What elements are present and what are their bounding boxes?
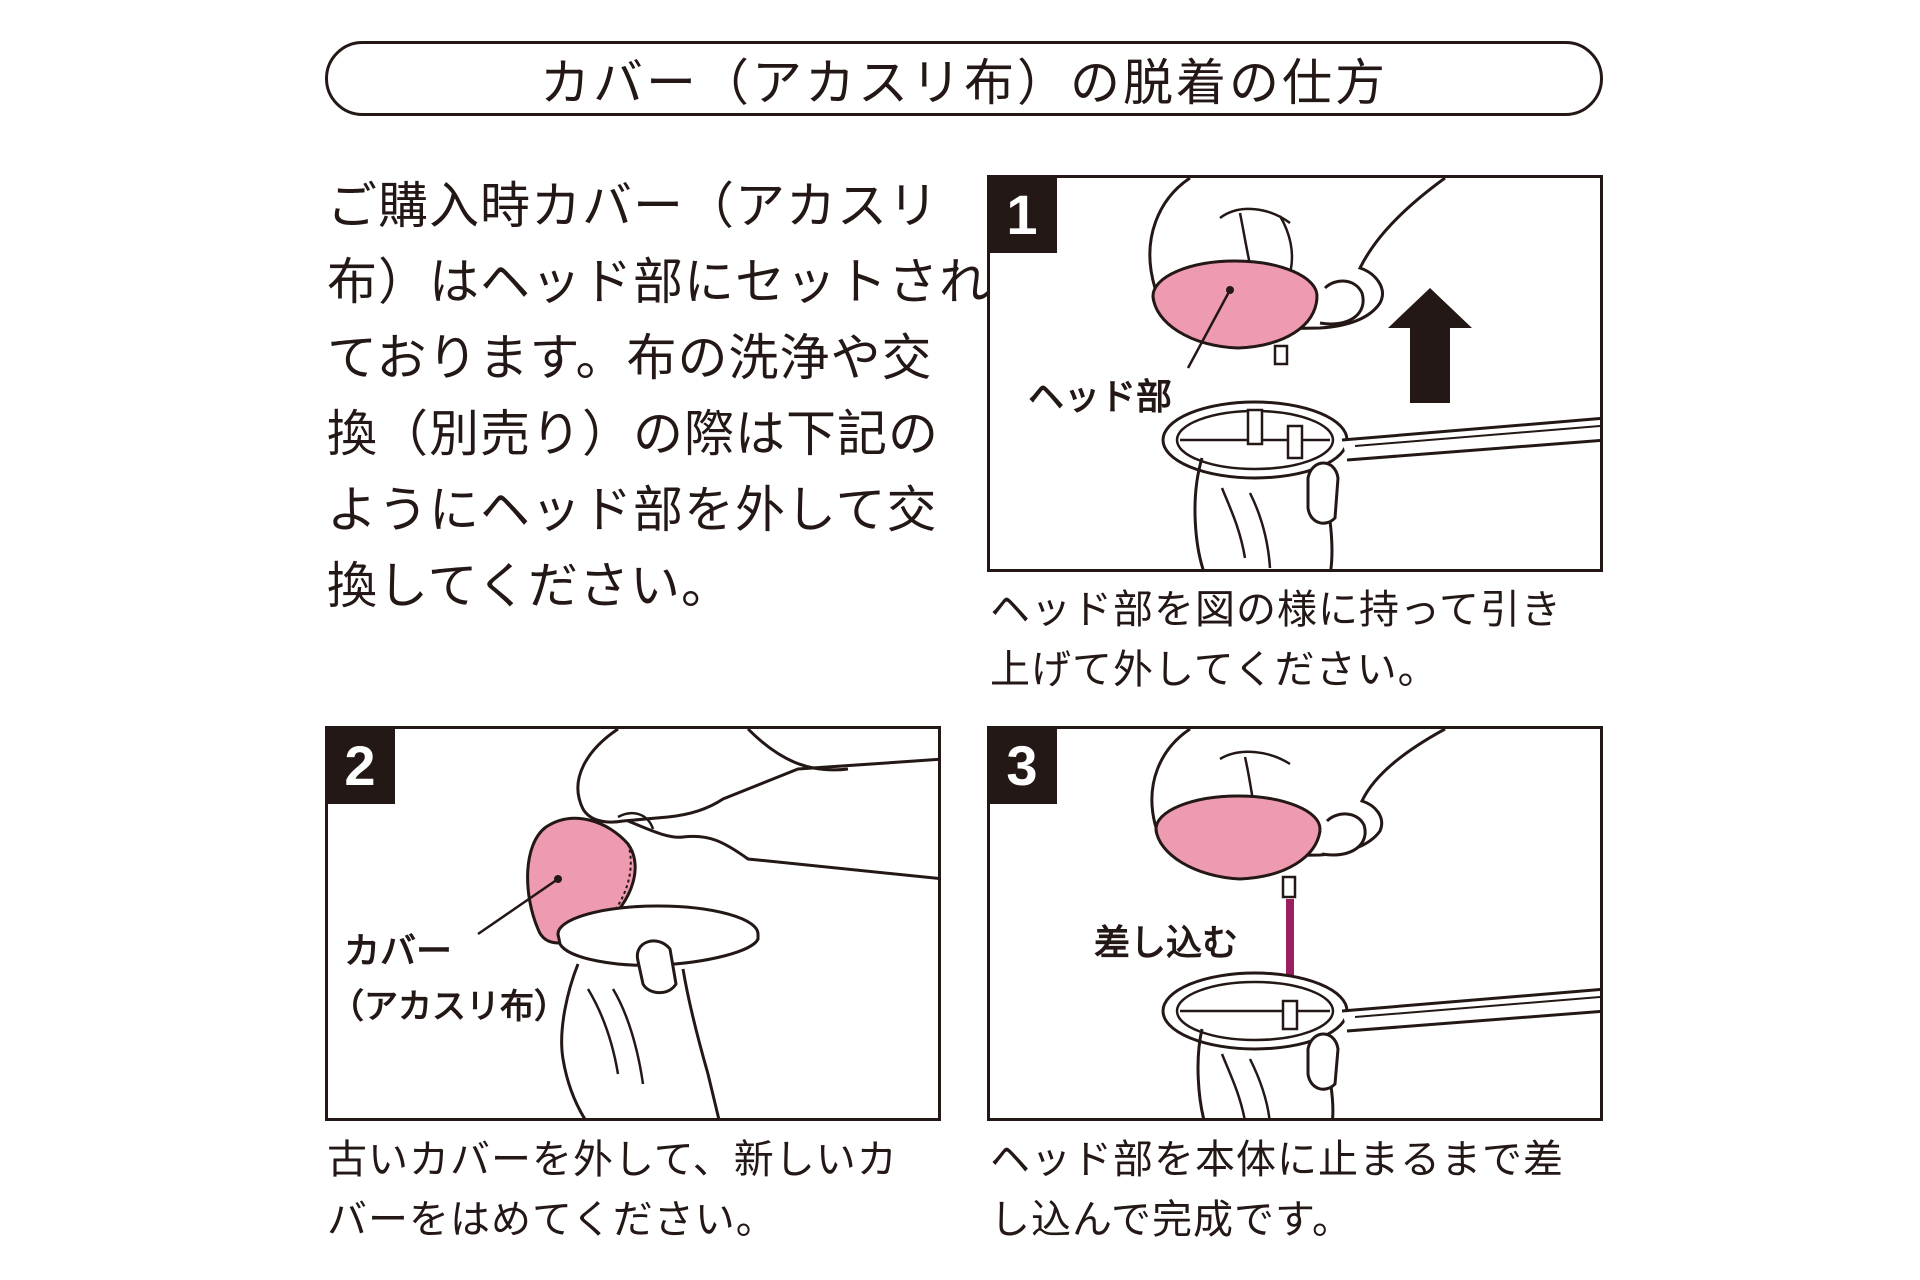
brush-handle-icon (1341, 987, 1600, 1033)
intro-line: 布）はヘッド部にセットされ (327, 253, 990, 311)
intro-paragraph: ご購入時カバー（アカスリ 布）はヘッド部にセットされ ております。布の洗浄や交 … (327, 168, 990, 624)
step-3-illustration (1150, 729, 1600, 1118)
step-1-number: 1 (990, 178, 1057, 253)
step-3-panel: 3 差し込む (987, 726, 1603, 1121)
step-1-caption: ヘッド部を図の様に持って引き 上げて外してください。 (990, 580, 1562, 700)
title-banner: カバー（アカスリ布）の脱着の仕方 (325, 41, 1603, 116)
intro-line: ご購入時カバー（アカスリ (327, 177, 939, 235)
intro-line: 換（別売り）の際は下記の (327, 405, 939, 463)
step-2-caption: 古いカバーを外して、新しいカ バーをはめてください。 (327, 1130, 898, 1250)
step-1-panel: 1 ヘッド部 (987, 175, 1603, 572)
head-part-label: ヘッド部 (1028, 377, 1173, 418)
page-title: カバー（アカスリ布）の脱着の仕方 (540, 53, 1388, 112)
cover-label: カバー (344, 931, 453, 972)
intro-line: ております。布の洗浄や交 (327, 329, 933, 387)
caption-line: 上げて外してください。 (990, 647, 1439, 693)
hand-top-icon (576, 729, 938, 824)
caption-line: ヘッド部を図の様に持って引き (990, 587, 1562, 633)
hand-bottom-icon (560, 963, 721, 1118)
step-1-illustration (1148, 178, 1600, 569)
step-2-illustration (477, 729, 938, 1118)
intro-line: 換してください。 (327, 557, 732, 615)
brush-handle-icon (1341, 416, 1600, 462)
step-2-panel: 2 カバー （アカスリ布） (325, 726, 941, 1121)
cover-sublabel: （アカスリ布） (330, 987, 568, 1027)
caption-line: ヘッド部を本体に止まるまで差 (990, 1137, 1564, 1183)
step-2-number: 2 (328, 729, 395, 804)
up-arrow-icon (1388, 288, 1472, 403)
step-3-caption: ヘッド部を本体に止まるまで差 し込んで完成です。 (990, 1130, 1564, 1250)
intro-line: ようにヘッド部を外して交 (327, 481, 938, 539)
insert-label: 差し込む (1094, 923, 1239, 964)
caption-line: し込んで完成です。 (990, 1197, 1353, 1243)
step-3-number: 3 (990, 729, 1057, 804)
caption-line: 古いカバーを外して、新しいカ (327, 1137, 898, 1183)
caption-line: バーをはめてください。 (327, 1197, 777, 1243)
